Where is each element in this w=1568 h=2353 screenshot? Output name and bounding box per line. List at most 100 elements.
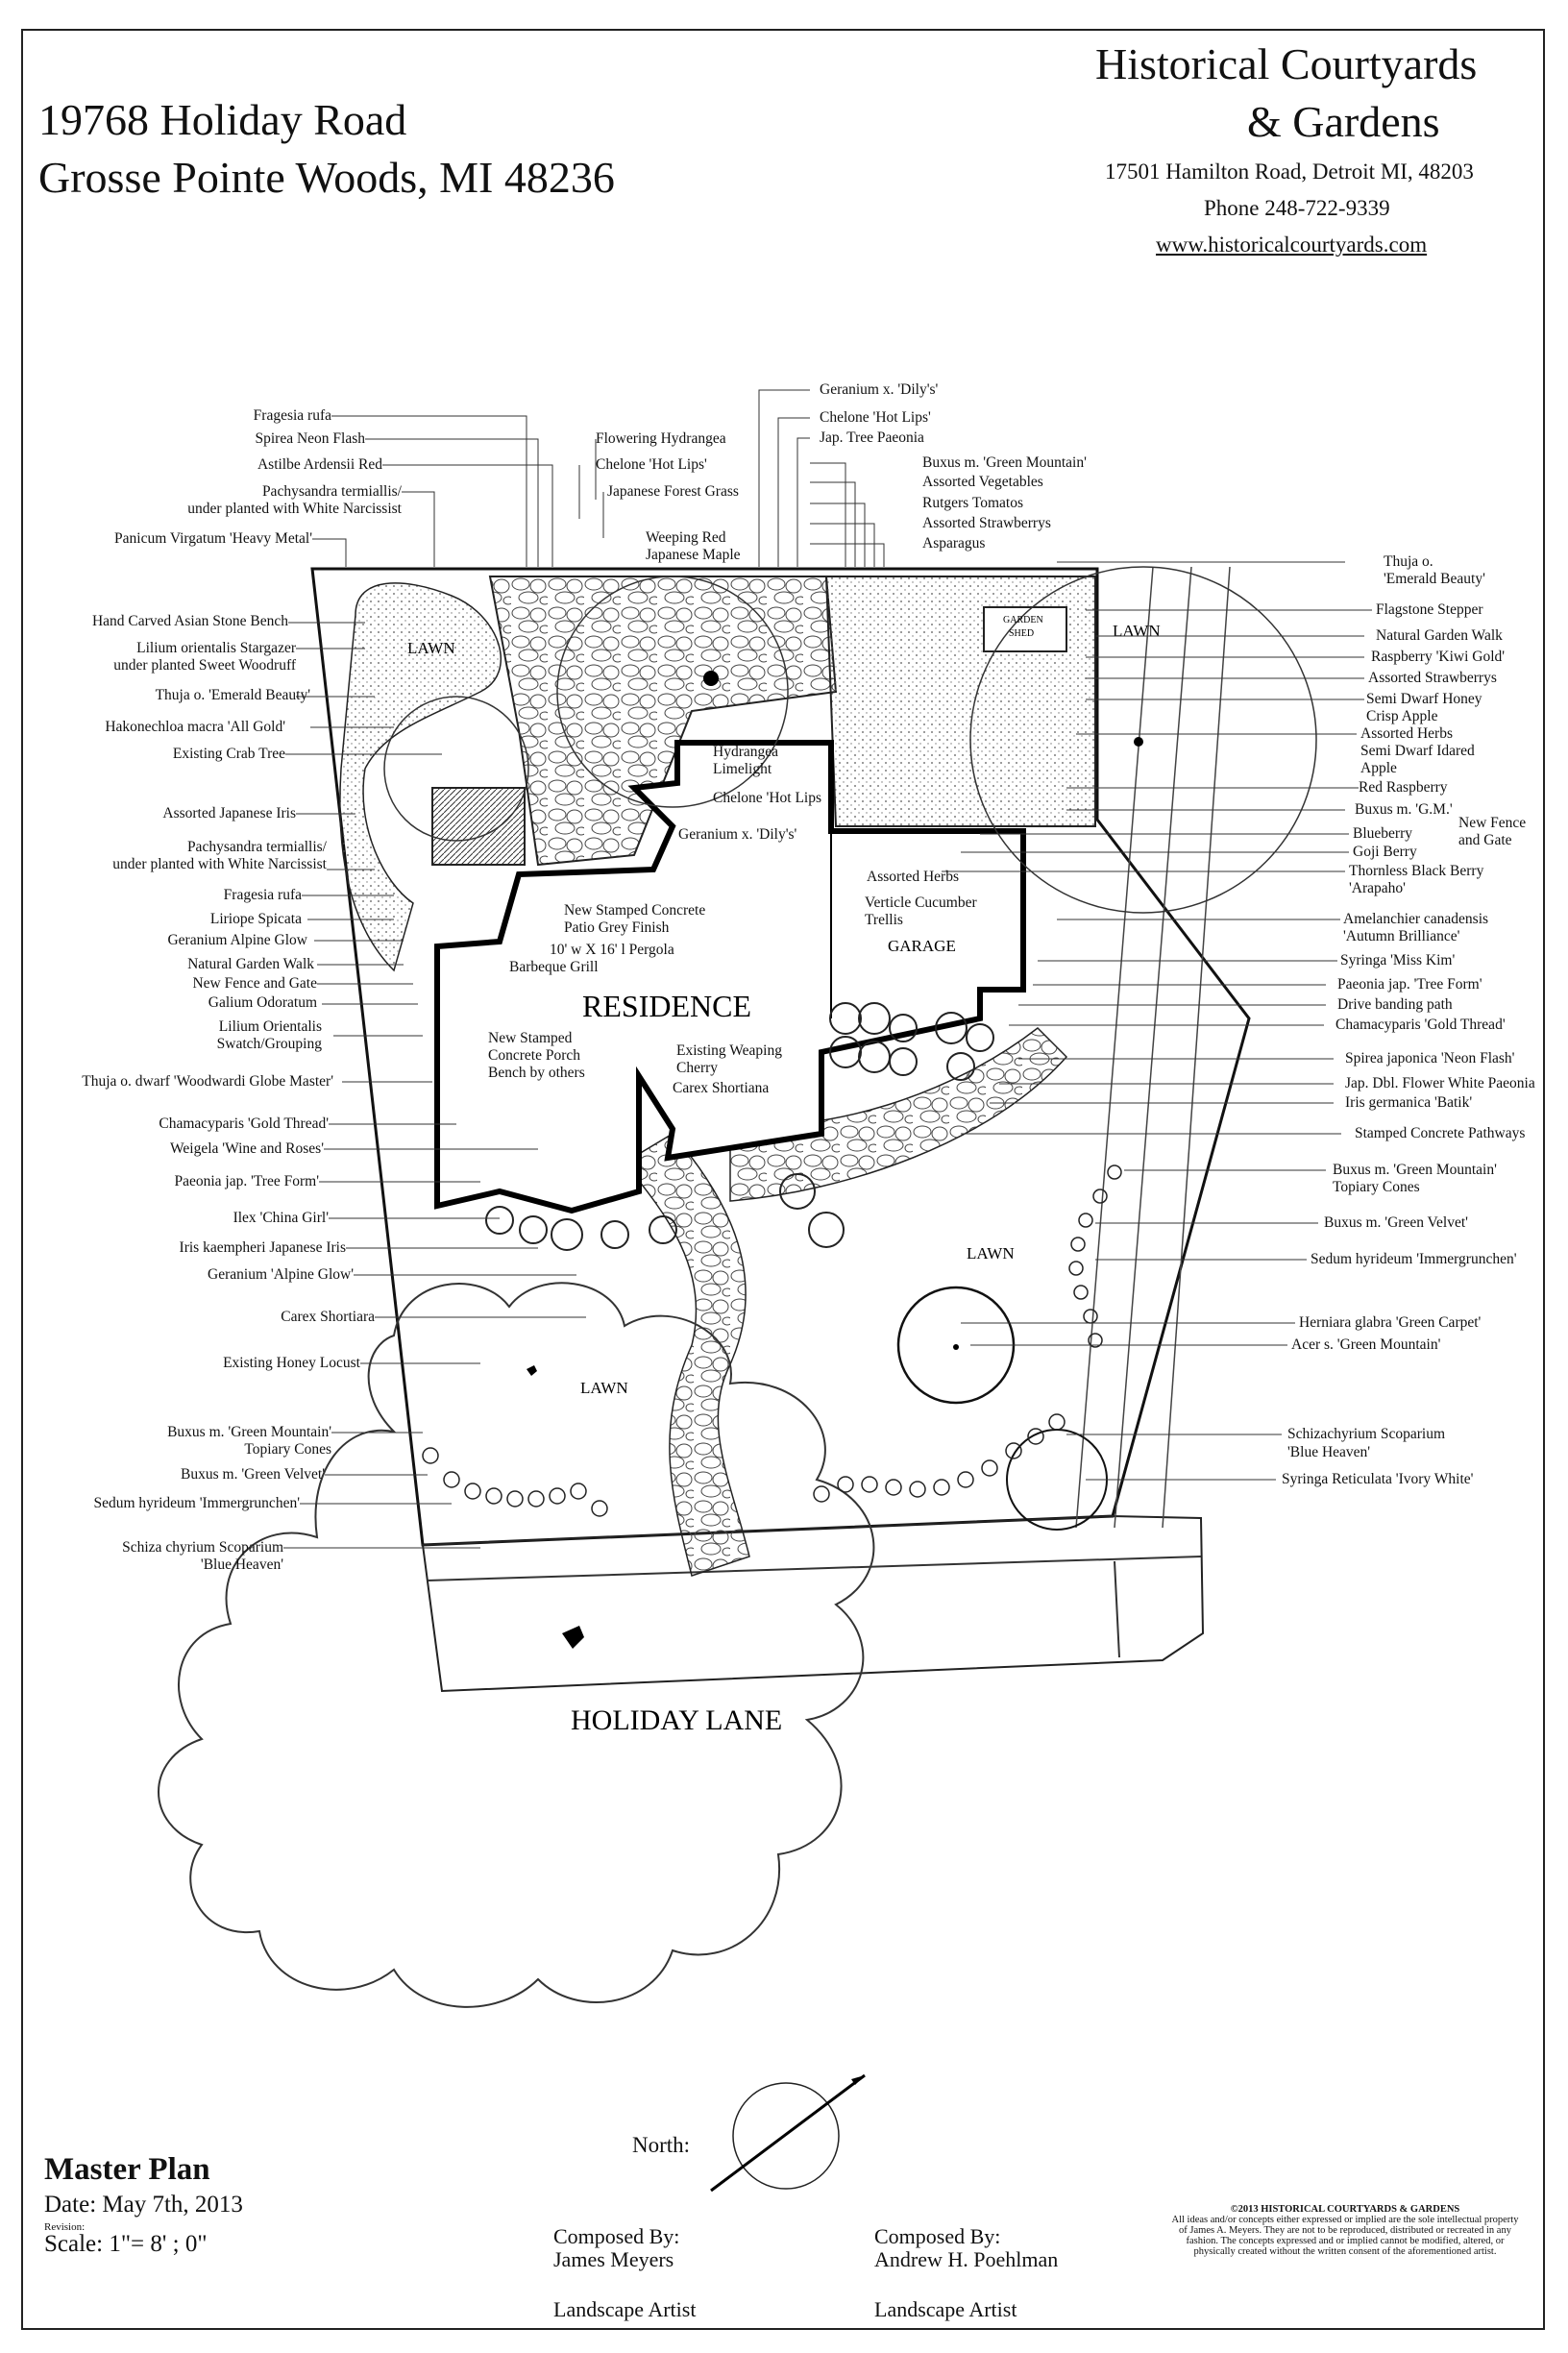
top-labels-item: Japanese Forest Grass (607, 483, 739, 500)
left-labels-item: Paeonia jap. 'Tree Form' (174, 1173, 319, 1189)
left-labels-item: Swatch/Grouping (216, 1036, 322, 1052)
right-labels-item: Paeonia jap. 'Tree Form' (1337, 976, 1482, 993)
right-labels-item: Buxus m. 'Green Mountain' (1333, 1162, 1497, 1178)
north-label: North: (632, 2133, 691, 2157)
company-name-cont: & Gardens (1247, 97, 1440, 146)
shrub-row-sw (422, 1447, 608, 1517)
left-labels-item: under planted with White Narcissist (112, 856, 327, 872)
right-labels-item: New Fence (1458, 815, 1527, 831)
left-labels-item: Schiza chyrium Scoparium (122, 1539, 283, 1556)
left-labels-item: Galium Odoratum (208, 994, 317, 1011)
right-labels-item: Amelanchier canadensis (1343, 911, 1489, 927)
left-labels-item: Panicum Virgatum 'Heavy Metal' (114, 530, 312, 547)
top-labels-item: Chelone 'Hot Lips' (596, 456, 707, 473)
left-labels-item: 'Blue Heaven' (200, 1556, 283, 1573)
right-labels-item: Semi Dwarf Honey (1366, 691, 1482, 707)
north-arrow-icon (710, 2073, 866, 2193)
left-labels-item: Sedum hyrideum 'Immergrunchen' (93, 1495, 300, 1511)
inner-labels-item: Trellis (865, 912, 903, 928)
left-labels-item: Lilium Orientalis (218, 1018, 322, 1035)
right-labels-item: 'Arapaho' (1349, 880, 1406, 896)
maple-canopy (556, 576, 789, 808)
plan-label-lawn-ne: LAWN (1113, 622, 1161, 640)
left-labels-item: Pachysandra termiallis/ (186, 839, 327, 855)
inner-labels-item: Patio Grey Finish (564, 919, 670, 936)
thuja-canopy (969, 566, 1317, 914)
pergola (431, 787, 526, 866)
crab-tree-canopy (383, 696, 529, 842)
right-labels-item: Buxus m. 'Green Velvet' (1324, 1214, 1468, 1231)
right-labels-item: Syringa 'Miss Kim' (1340, 952, 1456, 968)
garden-shed (983, 606, 1067, 652)
left-labels-item: Thuja o. dwarf 'Woodwardi Globe Master' (82, 1073, 333, 1090)
site-address-city: Grosse Pointe Woods, MI 48236 (38, 153, 615, 202)
site-address-street: 19768 Holiday Road (38, 95, 407, 144)
inner-labels-item: Hydrangea (713, 744, 778, 760)
right-labels-item: Apple (1360, 760, 1397, 776)
pathway-east (729, 1027, 1068, 1202)
copyright-heading: ©2013 HISTORICAL COURTYARDS & GARDENS (1230, 2204, 1460, 2215)
right-labels-item: 'Autumn Brilliance' (1343, 928, 1460, 944)
composer2-role: Landscape Artist (874, 2297, 1017, 2321)
composer1-role: Landscape Artist (553, 2297, 697, 2321)
left-labels-item: Hand Carved Asian Stone Bench (91, 613, 288, 629)
plan-label-lawn-sw: LAWN (580, 1379, 628, 1397)
left-labels-item: under planted Sweet Woodruff (113, 657, 296, 674)
top-labels-item: Rutgers Tomatos (922, 495, 1023, 511)
top-labels-item: Weeping Red (646, 529, 726, 546)
top-labels-item: Assorted Vegetables (922, 474, 1043, 490)
right-labels-item: Assorted Strawberrys (1368, 670, 1497, 686)
left-labels-item: Buxus m. 'Green Mountain' (167, 1424, 331, 1440)
copyright-body: All ideas and/or concepts either express… (1171, 2215, 1519, 2257)
left-labels-item: Liriope Spicata (209, 911, 302, 927)
inner-labels-item: Carex Shortiana (673, 1080, 770, 1096)
inner-labels-item: Limelight (713, 761, 772, 777)
right-labels-item: Topiary Cones (1333, 1179, 1420, 1195)
left-labels-item: Thuja o. 'Emerald Beauty' (155, 687, 310, 703)
copyright-notice: ©2013 HISTORICAL COURTYARDS & GARDENS Al… (1167, 2204, 1523, 2257)
residence-outline (434, 740, 1026, 1214)
left-labels-item: Fragesia rufa (223, 887, 302, 903)
composer2-heading: Composed By: (874, 2224, 1001, 2248)
shrub-row-se (813, 1413, 1066, 1503)
plan-label-garage: GARAGE (888, 937, 956, 955)
company-street: 17501 Hamilton Road, Detroit MI, 48203 (1105, 159, 1474, 184)
plan-label-lawn-se: LAWN (967, 1244, 1015, 1262)
right-labels-item: Spirea japonica 'Neon Flash' (1345, 1050, 1515, 1066)
left-labels-item: Spirea Neon Flash (255, 430, 365, 447)
left-labels-item: New Fence and Gate (192, 975, 317, 992)
plant-cluster-front (485, 1002, 994, 1251)
right-labels-item: Natural Garden Walk (1376, 627, 1503, 644)
plan-label-shed-2: SHED (1009, 628, 1034, 639)
right-labels-item: Raspberry 'Kiwi Gold' (1371, 649, 1506, 665)
plan-date: Date: May 7th, 2013 (44, 2192, 243, 2218)
pathway-south (623, 1133, 750, 1577)
plan-label-residence: RESIDENCE (582, 989, 751, 1023)
left-labels-item: Topiary Cones (244, 1441, 331, 1458)
inner-labels-item: Barbeque Grill (509, 959, 599, 975)
right-labels-item: Jap. Dbl. Flower White Paeonia (1345, 1075, 1535, 1091)
plan-revision: Revision: (44, 2221, 86, 2233)
left-labels-item: Lilium orientalis Stargazer (136, 640, 296, 656)
right-labels-item: Schizachyrium Scoparium (1287, 1426, 1445, 1442)
right-labels-item: Goji Berry (1353, 844, 1417, 860)
inner-labels-item: Concrete Porch (488, 1047, 580, 1064)
inner-labels-item: Assorted Herbs (867, 869, 959, 885)
right-labels-item: Acer s. 'Green Mountain' (1291, 1336, 1441, 1353)
right-labels-item: Drive banding path (1337, 996, 1453, 1013)
company-website-link[interactable]: www.historicalcourtyards.com (1156, 233, 1428, 257)
composer1-heading: Composed By: (553, 2224, 680, 2248)
inner-labels-item: Geranium x. 'Dily's' (678, 826, 797, 843)
top-labels-item: Buxus m. 'Green Mountain' (922, 454, 1087, 471)
left-labels-item: Weigela 'Wine and Roses' (170, 1140, 324, 1157)
left-labels-item: under planted with White Narcissist (187, 501, 402, 517)
left-labels-item: Fragesia rufa (253, 407, 331, 424)
right-labels-item: Flagstone Stepper (1376, 601, 1483, 618)
top-labels-item: Jap. Tree Paeonia (820, 429, 924, 446)
right-labels-item: Syringa Reticulata 'Ivory White' (1282, 1471, 1474, 1487)
left-labels-item: Chamacyparis 'Gold Thread' (159, 1115, 329, 1132)
left-labels-item: Existing Honey Locust (223, 1355, 360, 1371)
street-edge (421, 1514, 1205, 1693)
company-phone: Phone 248-722-9339 (1204, 196, 1390, 220)
